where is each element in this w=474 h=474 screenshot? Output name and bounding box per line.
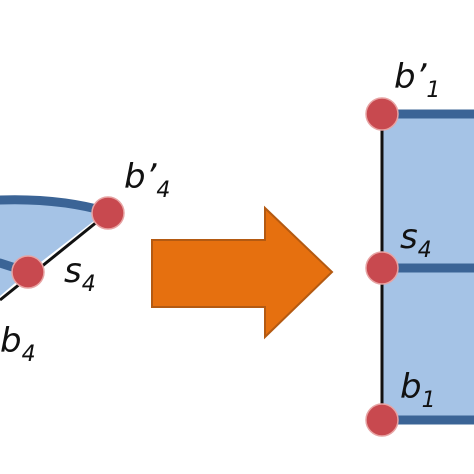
label-right-s4: s4 <box>400 217 432 263</box>
right-node-s4 <box>365 251 399 285</box>
label-right-b1: b1 <box>400 367 436 413</box>
right-node-b1 <box>365 403 399 437</box>
label-left-s4: s4 <box>64 251 96 297</box>
left-node-b4-prime <box>91 196 125 230</box>
label-right-b1-prime: b’1 <box>394 57 440 103</box>
left-patch <box>0 195 125 302</box>
label-left-b4-prime: b’4 <box>124 157 170 203</box>
left-node-s4 <box>11 255 45 289</box>
right-patch <box>365 97 474 437</box>
transform-arrow <box>151 205 334 340</box>
label-left-b4: b4 <box>0 321 36 367</box>
right-node-b1-prime <box>365 97 399 131</box>
left-patch-diagonal-edge <box>0 211 109 302</box>
